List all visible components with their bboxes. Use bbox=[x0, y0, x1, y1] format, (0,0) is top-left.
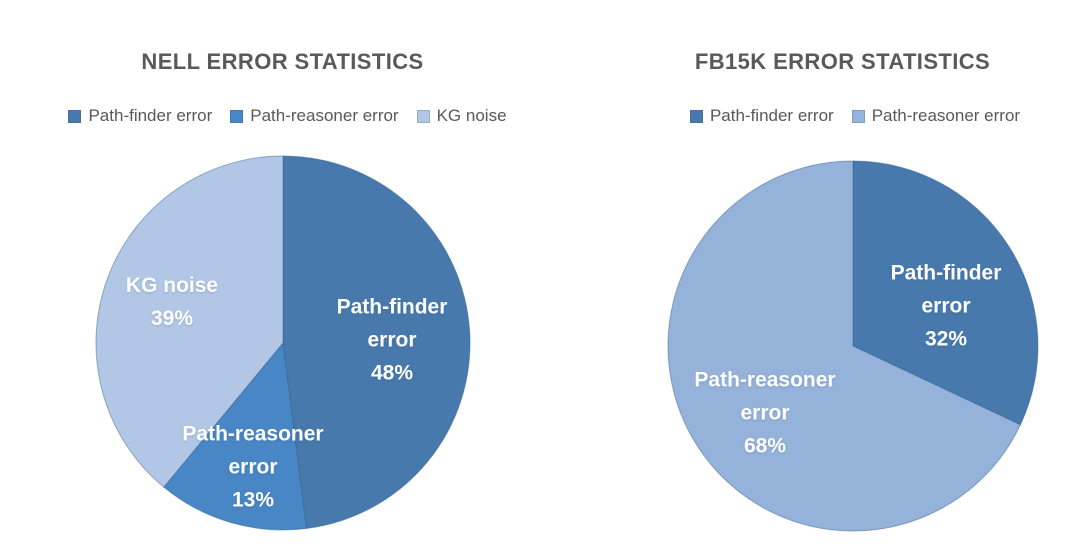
pie-slice-path-reasoner-error bbox=[163, 341, 307, 531]
nell-chart-title: NELL ERROR STATISTICS bbox=[141, 49, 424, 74]
legend-item-path-finder-error: Path-finder error bbox=[689, 106, 834, 126]
legend-item-path-finder-error: Path-finder error bbox=[68, 106, 212, 126]
fb15k-chart-title: FB15K ERROR STATISTICS bbox=[694, 49, 991, 74]
legend-label: Path-reasoner error bbox=[250, 106, 399, 125]
pie-slice-path-finder-error bbox=[852, 160, 1039, 426]
legend-swatch-icon bbox=[68, 109, 82, 123]
legend-label: Path-finder error bbox=[709, 106, 834, 125]
fb15k-pie-chart bbox=[667, 160, 1039, 532]
legend-swatch-icon bbox=[689, 109, 703, 123]
legend-item-path-reasoner-error: Path-reasoner error bbox=[230, 106, 399, 126]
legend-item-kg-noise: KG noise bbox=[416, 106, 507, 126]
pie-slice-kg-noise bbox=[95, 155, 284, 488]
nell-legend: Path-finder error Path-reasoner error KG… bbox=[0, 103, 575, 129]
nell-pie-chart bbox=[95, 155, 471, 531]
legend-label: KG noise bbox=[436, 106, 507, 125]
fb15k-legend: Path-finder error Path-reasoner error bbox=[630, 103, 1080, 129]
legend-label: Path-reasoner error bbox=[871, 106, 1021, 125]
pie-slice-path-finder-error bbox=[282, 155, 471, 530]
legend-label: Path-finder error bbox=[88, 106, 213, 125]
legend-swatch-icon bbox=[230, 109, 244, 123]
legend-item-path-reasoner-error: Path-reasoner error bbox=[851, 106, 1021, 126]
legend-swatch-icon bbox=[416, 109, 430, 123]
pie-slice-path-reasoner-error bbox=[667, 160, 1022, 532]
legend-swatch-icon bbox=[851, 109, 865, 123]
